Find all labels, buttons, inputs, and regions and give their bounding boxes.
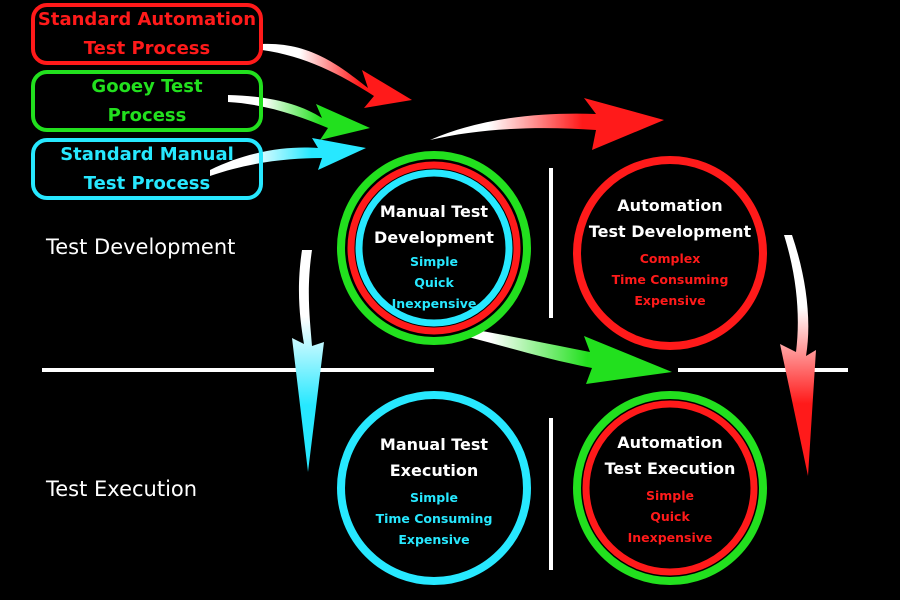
attribute: Simple [645,488,695,503]
attribute: Simple [409,490,459,505]
node-automation-test-execution: Automation Test Execution Simple Quick I… [580,430,760,548]
attribute: Quick [650,509,690,524]
top-arc-arrow [430,98,664,150]
node-manual-exec-title: Manual Test Execution [379,435,489,480]
node-manual-exec-attributes: Simple Time Consuming Expensive [344,487,524,550]
gooey-legend-arrow [228,95,370,140]
row-label-development: Test Development [46,235,236,259]
node-manual-test-execution: Manual Test Execution Simple Time Consum… [344,432,524,550]
attribute: Expensive [634,293,706,308]
manual-exec-rings [337,391,531,585]
automation-dev-rings [573,156,767,350]
node-automation-exec-attributes: Simple Quick Inexpensive [580,485,760,548]
legend-standard-automation: Standard Automation Test Process [31,3,263,65]
legend-gooey: Gooey Test Process [31,70,263,132]
row-label-execution: Test Execution [46,477,198,501]
node-automation-dev-attributes: Complex Time Consuming Expensive [580,248,760,311]
node-automation-dev-title: Automation Test Development [588,196,752,241]
node-automation-test-development: Automation Test Development Complex Time… [580,193,760,311]
node-manual-dev-attributes: Simple Quick Inexpensive [354,251,514,314]
node-manual-dev-title: Manual Test Development [374,202,494,247]
attribute: Simple [409,254,459,269]
node-manual-test-development: Manual Test Development Simple Quick Ine… [354,199,514,314]
manual-down-arrow [292,250,324,472]
attribute: Time Consuming [375,511,493,526]
legend-gooey-label: Gooey Test Process [91,76,203,126]
automation-down-arrow [780,235,816,476]
manual-dev-rings [337,151,531,345]
legend-standard-automation-label: Standard Automation Test Process [37,9,257,59]
attribute: Inexpensive [391,296,477,311]
manual-legend-arrow [210,138,366,176]
legend-standard-manual: Standard Manual Test Process [31,138,263,200]
automation-exec-rings [573,391,767,585]
green-transition-arrow [430,322,672,384]
attribute: Quick [414,275,454,290]
automation-legend-arrow [262,43,412,109]
attribute: Inexpensive [627,530,713,545]
attribute: Expensive [398,532,470,547]
attribute: Complex [639,251,701,266]
legend-standard-manual-label: Standard Manual Test Process [60,144,234,194]
node-automation-exec-title: Automation Test Execution [604,433,736,478]
attribute: Time Consuming [611,272,729,287]
